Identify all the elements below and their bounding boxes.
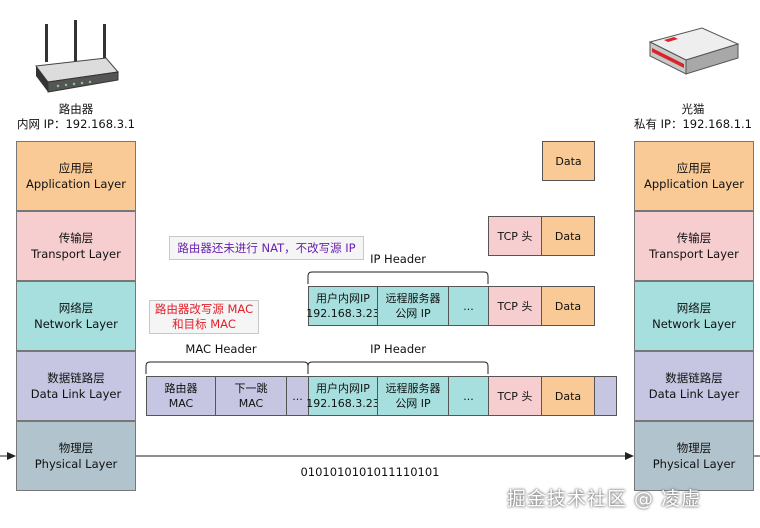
modem-name: 光猫 (681, 102, 705, 116)
frame-data-segment: Data (541, 376, 595, 416)
transport-note: 路由器还未进行 NAT，不改写源 IP (169, 236, 364, 260)
network-ellipsis: ... (448, 286, 489, 326)
router-icon (35, 20, 119, 93)
watermark: 掘金技术社区 @ 凌虚 (507, 488, 702, 510)
router-ip: 内网 IP：192.168.3.1 (17, 117, 135, 131)
right-arrow-head (625, 452, 634, 460)
mac-header-label: MAC Header (185, 342, 257, 356)
frame-ip-ellipsis: ... (448, 376, 489, 416)
frame-trailer (594, 376, 617, 416)
router-name: 路由器 (58, 102, 94, 116)
left-arrow-head (7, 452, 16, 460)
optical-modem-icon (648, 27, 740, 75)
network-tcp-header: TCP 头 (488, 286, 542, 326)
ip-header-label-lower: IP Header (370, 342, 426, 356)
ip-header-brace-lower (307, 361, 489, 374)
ip-header-brace-upper (307, 271, 489, 284)
app-data-segment: Data (542, 141, 595, 181)
frame-dst-ip: 远程服务器公网 IP (377, 376, 449, 416)
transport-data-segment: Data (541, 216, 595, 256)
network-dst-ip: 远程服务器公网 IP (377, 286, 449, 326)
mac-header-brace (145, 361, 309, 374)
bitstream-label: 0101010101011110101 (300, 465, 440, 479)
ip-header-label-upper: IP Header (370, 252, 426, 266)
network-data-segment: Data (541, 286, 595, 326)
transport-tcp-header: TCP 头 (488, 216, 542, 256)
frame-tcp-header: TCP 头 (488, 376, 542, 416)
modem-ip: 私有 IP：192.168.1.1 (634, 117, 752, 131)
